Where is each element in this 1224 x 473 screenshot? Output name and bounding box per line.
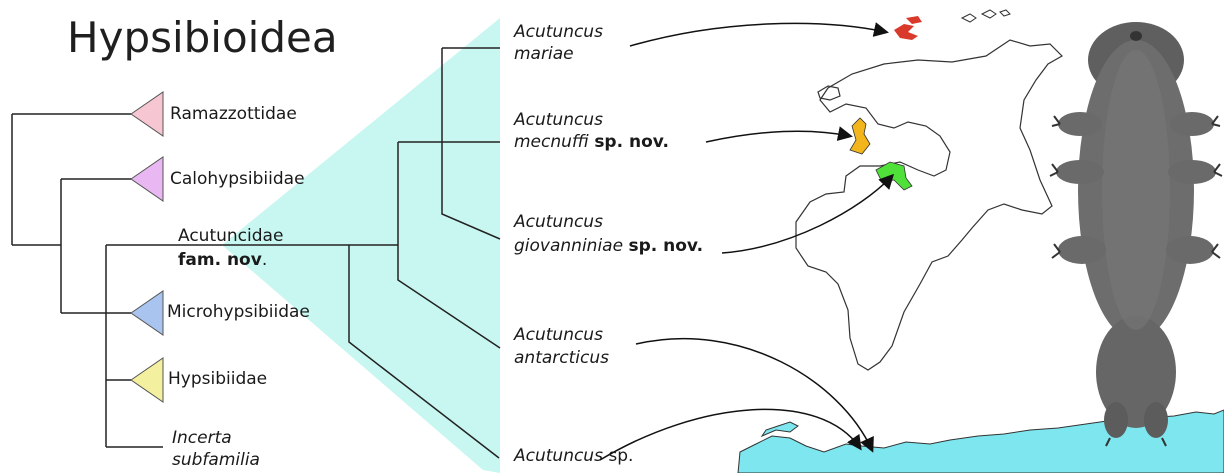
family-label-calohypsibiidae: Calohypsibiidae	[170, 169, 305, 189]
triangle-microhypsibiidae	[131, 291, 163, 335]
species-antarcticus-epithet: antarcticus	[514, 348, 609, 368]
arrow-mariae	[630, 23, 886, 46]
mariae-region	[894, 16, 922, 40]
tardigrade-image	[1050, 22, 1222, 446]
species-mariae-epithet: mariae	[514, 44, 574, 64]
species-antarcticus-genus: Acutuncus	[514, 325, 603, 345]
species-mecnuffi-name: mecnuffi sp. nov.	[514, 132, 669, 152]
arrow-antarcticus-a	[636, 339, 872, 450]
family-label-ramazzottidae: Ramazzottidae	[170, 104, 297, 124]
incertae-line2: subfamilia	[172, 450, 260, 470]
family-label-microhypsibiidae: Microhypsibiidae	[167, 302, 310, 322]
triangle-calohypsibiidae	[131, 157, 163, 201]
mecnuffi-region	[850, 118, 870, 154]
arrow-mecnuffi	[706, 131, 850, 142]
new-family-name: Acutuncidae	[178, 226, 283, 246]
species-sp: Acutuncus sp.	[514, 446, 633, 466]
species-mariae-genus: Acutuncus	[514, 22, 603, 42]
arctic-islands-outline	[962, 10, 1010, 22]
arrow-giovanniniae	[722, 176, 892, 253]
new-family-status: fam. nov.	[178, 250, 267, 270]
species-giovanniniae-name: giovanniniae sp. nov.	[514, 236, 703, 256]
world-map-outline	[796, 40, 1062, 370]
family-label-hypsibiidae: Hypsibiidae	[168, 369, 267, 389]
species-giovanniniae-genus: Acutuncus	[514, 212, 603, 232]
triangle-ramazzottidae	[131, 92, 163, 136]
figure-title: Hypsibioidea	[67, 14, 338, 62]
species-mecnuffi-genus: Acutuncus	[514, 110, 603, 130]
antarctic-peninsula	[762, 422, 798, 436]
triangle-hypsibiidae	[131, 358, 163, 402]
incertae-line1: Incerta	[172, 428, 232, 448]
